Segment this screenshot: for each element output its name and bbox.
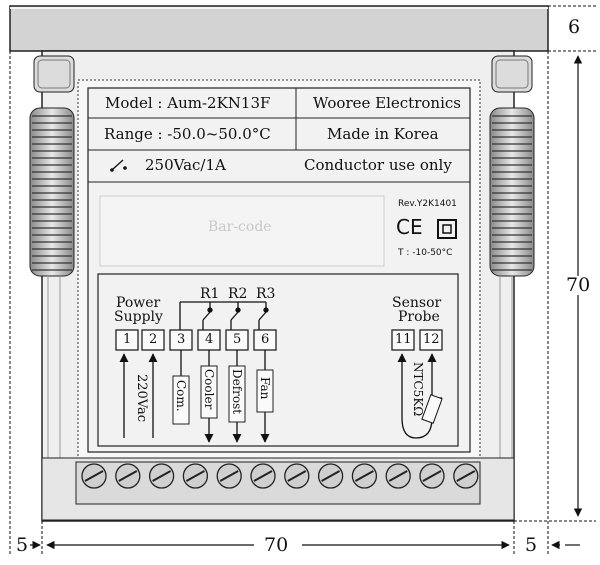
- screw-slot: [456, 470, 476, 482]
- ce-mark-icon: CE: [396, 215, 423, 239]
- conductor-note: Conductor use only: [304, 156, 452, 174]
- dim-left: 5: [16, 534, 29, 556]
- screw-slot: [354, 470, 374, 482]
- screw-slot: [321, 470, 341, 482]
- fan-label: Fan: [258, 377, 272, 400]
- sensor-label-line2: Probe: [398, 309, 440, 325]
- output-label-boxes: [200, 365, 274, 423]
- terminal-4: 4: [205, 332, 214, 347]
- terminal-3: 3: [177, 332, 186, 347]
- barcode-area: [99, 195, 385, 267]
- relay-contacts: [179, 301, 269, 330]
- model-text: Model : Aum-2KN13F: [105, 94, 271, 112]
- cooler-label: Cooler: [202, 369, 216, 410]
- defrost-label: Defrost: [230, 369, 244, 415]
- terminal-2: 2: [149, 332, 158, 347]
- sensor-label-line1: Sensor: [392, 295, 442, 311]
- screw-slot: [219, 470, 239, 482]
- probe-type-label: NTC5KΩ: [411, 362, 425, 417]
- screw-slot: [253, 470, 273, 482]
- terminal-5: 5: [233, 332, 242, 347]
- relay-r3: R3: [256, 286, 276, 302]
- terminal-11: 11: [395, 332, 412, 347]
- com-label: Com.: [174, 380, 188, 412]
- temp-note: T : -10-50°C: [398, 248, 453, 258]
- screw-slot: [118, 470, 138, 482]
- left-mounting-clip: [29, 55, 75, 458]
- terminal-6: 6: [261, 332, 270, 347]
- relay-r1: R1: [200, 286, 220, 302]
- made-in-text: Made in Korea: [327, 125, 439, 143]
- screw-slot: [185, 470, 205, 482]
- rating-text: 250Vac/1A: [145, 156, 226, 174]
- dim-top: 6: [568, 16, 581, 38]
- terminal-boxes: [115, 329, 443, 351]
- screw-slot: [287, 470, 307, 482]
- double-insulation-icon: [437, 219, 457, 239]
- terminal-strip: [75, 461, 481, 505]
- power-label-line1: Power: [116, 295, 161, 311]
- power-label-line2: Supply: [114, 309, 163, 325]
- screw-slot: [388, 470, 408, 482]
- dimension-lines: [9, 5, 596, 556]
- screw-slot: [84, 470, 104, 482]
- right-mounting-clip: [489, 55, 535, 458]
- screw-slot: [152, 470, 172, 482]
- power-arrows: [119, 353, 158, 438]
- front-bezel: [9, 5, 549, 52]
- barcode-placeholder: Bar-code: [208, 219, 272, 235]
- terminal-1: 1: [123, 332, 132, 347]
- screw-slot: [422, 470, 442, 482]
- terminal-screws: [81, 463, 479, 489]
- dim-width: 70: [264, 534, 289, 556]
- revision-text: Rev.Y2K1401: [398, 199, 457, 209]
- manufacturer-text: Wooree Electronics: [313, 94, 461, 112]
- relay-r2: R2: [228, 286, 248, 302]
- output-arrows: [204, 350, 270, 443]
- dim-right: 5: [525, 534, 538, 556]
- sensor-probe-body: [421, 394, 443, 424]
- dim-height: 70: [566, 274, 591, 296]
- supply-voltage-label: 220Vac: [134, 374, 149, 423]
- switch-icon: [110, 159, 127, 172]
- com-box: [172, 375, 190, 425]
- range-text: Range : -50.0~50.0°C: [104, 125, 271, 143]
- terminal-12: 12: [423, 332, 440, 347]
